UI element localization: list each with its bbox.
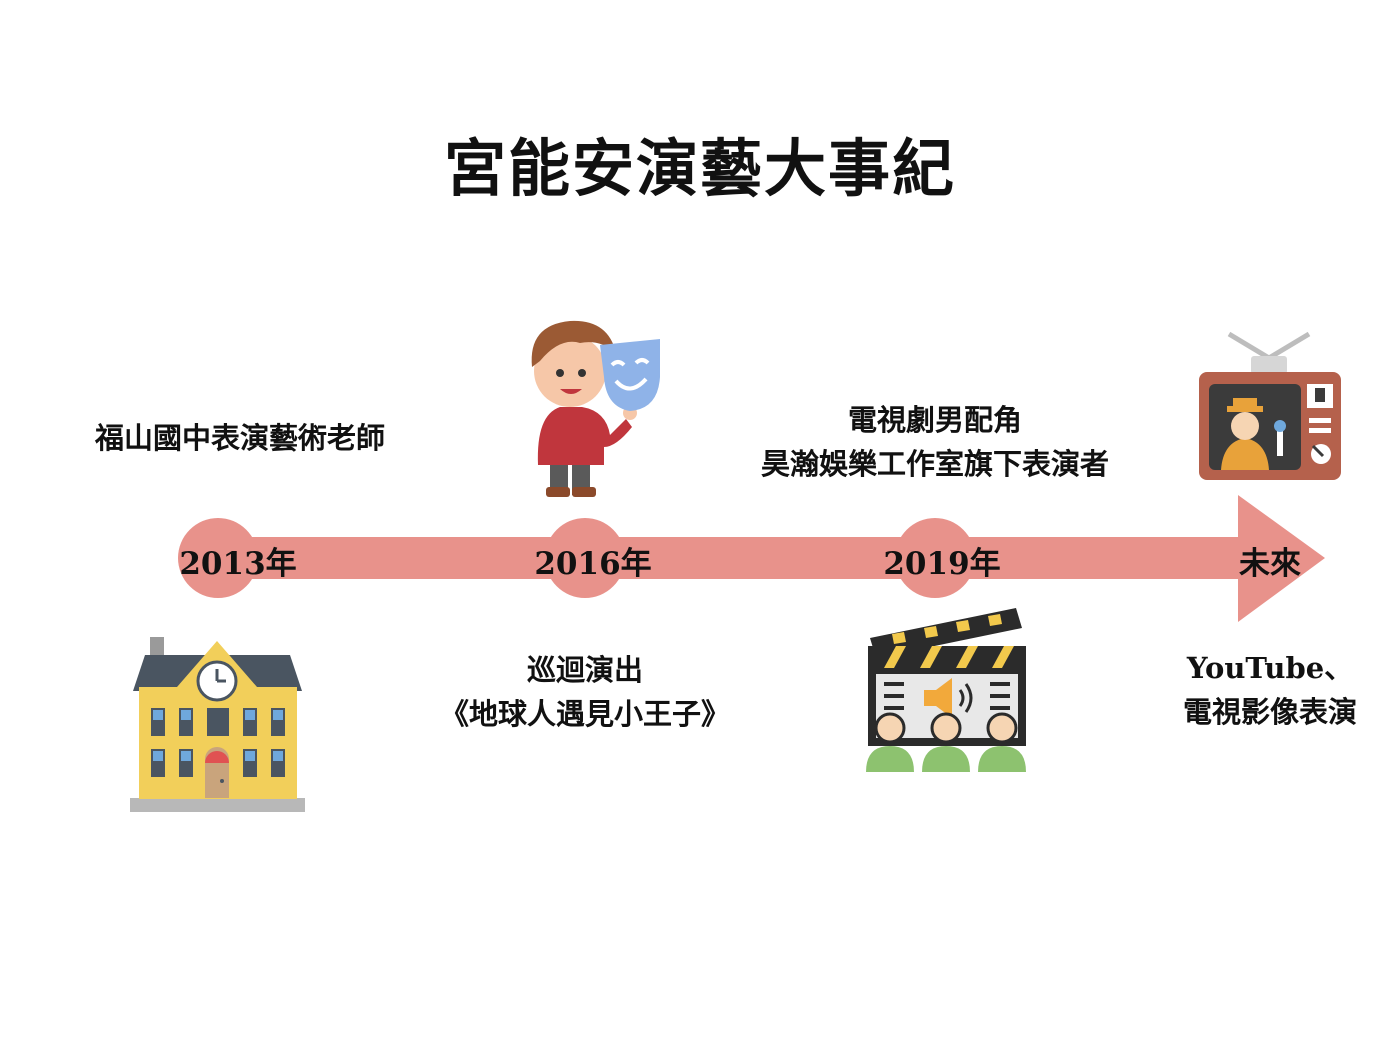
milestone-text-line: YouTube、 (1186, 651, 1354, 685)
milestone-text-line: 巡迴演出 (526, 653, 643, 687)
milestone-circle-2013 (178, 518, 258, 598)
milestone-text-line: 昊瀚娛樂工作室旗下表演者 (760, 447, 1109, 481)
milestone-year-future: 未來 (1239, 546, 1301, 582)
timeline-bar (200, 537, 1250, 579)
milestone-text-future: YouTube、 電視影像表演 (1155, 646, 1385, 734)
milestone-text-line: 電視劇男配角 (847, 403, 1022, 437)
milestone-circle-2016 (545, 518, 625, 598)
milestone-text-2013: 福山國中表演藝術老師 (40, 416, 440, 460)
milestone-text-line: 電視影像表演 (1182, 695, 1357, 729)
milestone-year-2016: 2016年 (534, 546, 652, 582)
timeline-arrowhead (1238, 495, 1325, 622)
milestone-year-2019: 2019年 (883, 546, 1001, 582)
film-clapperboard-audience-icon (866, 608, 1026, 772)
milestone-text-2019: 電視劇男配角 昊瀚娛樂工作室旗下表演者 (725, 398, 1145, 486)
school-building-icon (130, 637, 305, 812)
milestone-text-2016: 巡迴演出 《地球人遇見小王子》 (400, 648, 770, 736)
actor-with-mask-icon (531, 320, 660, 497)
milestone-circle-2019 (895, 518, 975, 598)
milestone-text-line: 《地球人遇見小王子》 (439, 697, 730, 731)
milestone-text-line: 福山國中表演藝術老師 (94, 421, 385, 455)
page-title: 宮能安演藝大事紀 (443, 132, 956, 205)
television-icon (1199, 331, 1341, 480)
milestone-year-2013: 2013年 (179, 546, 297, 582)
